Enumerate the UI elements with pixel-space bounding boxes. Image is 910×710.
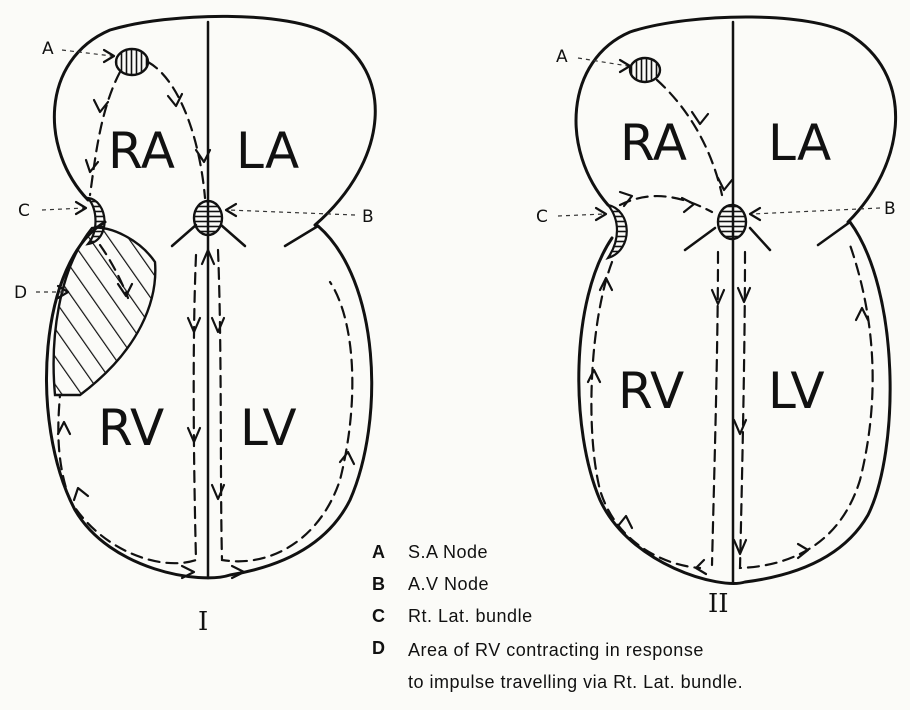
arrowhead: [618, 190, 634, 208]
pointer-label-a-II: A: [556, 47, 568, 67]
arrowhead: [180, 564, 196, 580]
arrowhead: [732, 538, 748, 556]
arrowhead: [72, 486, 90, 502]
label-rv-I: RV: [98, 399, 164, 457]
arrowhead: [166, 92, 184, 108]
ventricle-outline: [45, 220, 374, 580]
pointer-a-I: [61, 49, 113, 57]
tricuspid-leaflet: [683, 226, 717, 252]
pointer-label-c-II: C: [536, 207, 548, 227]
arrowhead: [616, 514, 634, 530]
heart-I: RA LA RV LV A B C D I: [14, 14, 377, 637]
rt-lat-bundle-I: [85, 196, 106, 246]
arrowhead: [230, 564, 246, 580]
ventricle-outline: [577, 220, 892, 585]
pointer-b-II: [751, 207, 881, 215]
pointer-c-II: [557, 213, 605, 217]
arrowhead: [618, 58, 632, 74]
arrowhead: [200, 248, 216, 266]
pointer-label-b-I: B: [362, 207, 374, 227]
arrowhead: [854, 306, 870, 322]
arrowhead: [796, 542, 810, 560]
arrowhead: [690, 110, 710, 126]
label-la-I: LA: [236, 122, 299, 180]
path-bundle-to-av: [618, 195, 714, 214]
legend-key-a: A: [372, 542, 385, 562]
path-sa-to-av: [146, 60, 207, 200]
atria-outline: [574, 15, 897, 224]
legend: A S.A Node B A.V Node C Rt. Lat. bundle …: [372, 542, 743, 692]
path-sa-down: [88, 70, 122, 197]
arrowhead: [84, 158, 100, 174]
legend-text-b: A.V Node: [408, 574, 489, 594]
arrowhead: [594, 206, 608, 222]
arrowhead: [210, 483, 226, 501]
arrowhead: [716, 176, 734, 192]
figure-label-I: I: [198, 607, 208, 637]
arrowhead: [736, 286, 752, 304]
arrowhead: [116, 282, 134, 298]
av-node-I: [192, 199, 224, 237]
heart-II: RA LA RV LV A B C II: [536, 15, 897, 619]
label-lv-II: LV: [768, 362, 825, 420]
legend-key-c: C: [372, 606, 385, 626]
arrowhead: [210, 316, 226, 334]
rt-lat-bundle-II: [605, 203, 628, 260]
legend-text-a: S.A Node: [408, 542, 488, 562]
pointer-b-I: [227, 209, 356, 216]
tricuspid-leaflet: [170, 223, 198, 248]
label-la-II: LA: [768, 114, 831, 172]
mitral-leaflet: [748, 226, 772, 252]
arrowhead: [748, 206, 762, 222]
arrowhead: [598, 276, 614, 292]
label-ra-I: RA: [108, 122, 175, 180]
pointer-label-c-I: C: [18, 201, 30, 221]
arrowhead: [680, 196, 696, 214]
path-septum-right: [738, 243, 874, 570]
arrowhead: [710, 288, 726, 306]
arrowhead: [186, 316, 202, 334]
pointer-a-II: [577, 57, 629, 67]
legend-text-d-line2: to impulse travelling via Rt. Lat. bundl…: [408, 672, 743, 692]
path-septum-right: [216, 248, 354, 563]
arrowhead: [194, 148, 212, 164]
arrowhead: [694, 558, 708, 576]
arrowhead: [224, 202, 238, 218]
av-node-II: [716, 203, 748, 241]
figure-label-II: II: [708, 589, 729, 619]
arrowhead: [56, 284, 70, 300]
mitral-leaflet: [219, 223, 247, 248]
sa-node-I: [114, 47, 150, 77]
arrowhead: [186, 426, 202, 444]
lv-lip: [816, 220, 852, 247]
path-rv-wall: [590, 260, 702, 570]
label-rv-II: RV: [618, 362, 684, 420]
lv-lip: [283, 224, 320, 248]
legend-key-d: D: [372, 638, 385, 658]
label-ra-II: RA: [620, 114, 687, 172]
legend-text-c: Rt. Lat. bundle: [408, 606, 533, 626]
atria-outline: [52, 14, 377, 227]
pointer-label-d-I: D: [14, 283, 27, 303]
arrowhead: [338, 450, 356, 466]
pointer-label-b-II: B: [884, 199, 896, 219]
sa-node-II: [628, 56, 662, 84]
legend-text-d: Area of RV contracting in response: [408, 640, 704, 660]
label-lv-I: LV: [240, 399, 297, 457]
pointer-label-a-I: A: [42, 39, 54, 59]
arrowhead: [586, 368, 602, 384]
legend-key-b: B: [372, 574, 385, 594]
arrowhead: [732, 418, 748, 436]
arrowhead: [102, 48, 116, 64]
arrowhead: [56, 420, 72, 436]
path-septum-left: [57, 253, 198, 565]
path-septum-left: [710, 250, 720, 567]
pointer-c-I: [41, 207, 85, 211]
arrowhead: [92, 98, 110, 114]
arrowhead: [74, 200, 88, 216]
